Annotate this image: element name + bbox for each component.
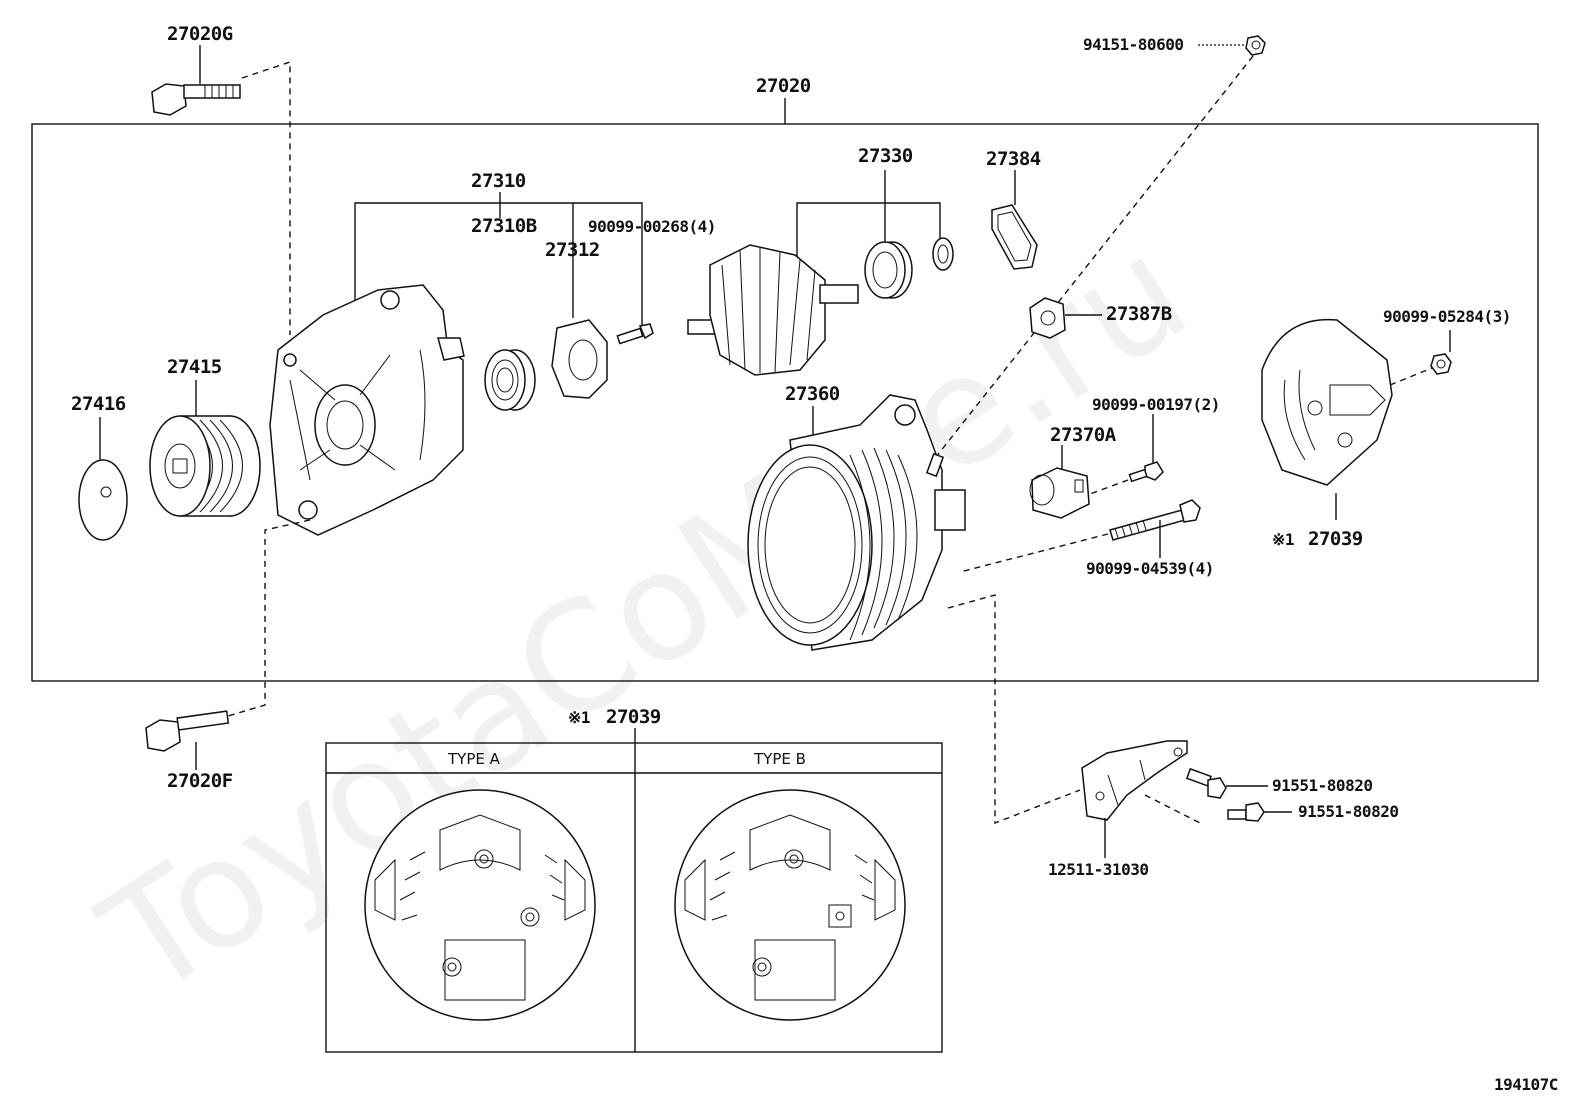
insulator-27387B-icon[interactable]: [1029, 297, 1066, 339]
label-94151-80600: 94151-80600: [1083, 35, 1183, 54]
seal-27384-icon[interactable]: [991, 204, 1038, 270]
label-27020G: 27020G: [167, 23, 233, 45]
label-27416: 27416: [71, 393, 126, 415]
rotor-27330-icon[interactable]: [687, 244, 859, 376]
nut-94151-icon[interactable]: [1245, 35, 1266, 56]
type-inset-table: [325, 728, 943, 1053]
regulator-27370A-icon[interactable]: [1029, 467, 1090, 519]
label-27312: 27312: [545, 239, 600, 261]
label-27384: 27384: [986, 148, 1041, 170]
washer-27330-icon[interactable]: [932, 237, 954, 271]
label-27310B: 27310B: [471, 215, 537, 237]
label-91551-80820-b: 91551-80820: [1298, 802, 1398, 821]
cover-type-a-icon: [364, 789, 596, 1021]
nut-90099-05284-icon[interactable]: [1430, 353, 1452, 375]
cap-27416-icon[interactable]: [78, 459, 128, 541]
bolt-91551-80820-a-icon[interactable]: [1185, 767, 1227, 799]
label-27370A: 27370A: [1050, 424, 1117, 446]
label-90099-04539: 90099-04539(4): [1086, 559, 1214, 578]
label-27039-note: ※1: [1272, 530, 1294, 549]
label-90099-00268: 90099-00268(4): [588, 217, 716, 236]
bolt-90099-04539-icon[interactable]: [1109, 499, 1201, 541]
pulley-27415-icon[interactable]: [149, 415, 261, 517]
screw-90099-00268-icon[interactable]: [616, 323, 654, 345]
retainer-plate-27312-icon[interactable]: [551, 319, 608, 399]
rear-cover-27039-icon[interactable]: [1261, 318, 1393, 486]
inset-type-a-header: TYPE A: [447, 750, 501, 768]
label-27039: 27039: [1308, 528, 1363, 550]
label-27020F: 27020F: [167, 770, 233, 792]
screw-90099-00197-icon[interactable]: [1128, 461, 1164, 483]
bearing-27310B-icon[interactable]: [484, 349, 536, 411]
inset-part-label: 27039: [606, 706, 661, 728]
drive-end-frame-icon[interactable]: [269, 284, 465, 536]
cover-type-b-icon: [674, 789, 906, 1021]
label-27360: 27360: [785, 383, 840, 405]
bolt-27020F-icon[interactable]: [145, 710, 230, 752]
inset-type-b-header: TYPE B: [753, 750, 806, 768]
label-12511-31030: 12511-31030: [1048, 860, 1148, 879]
stator-housing-27360-icon[interactable]: [747, 394, 966, 651]
label-27415: 27415: [167, 356, 222, 378]
bearing-27330-icon[interactable]: [864, 241, 913, 299]
label-90099-05284: 90099-05284(3): [1383, 307, 1511, 326]
bolt-27020G-icon[interactable]: [151, 83, 241, 116]
bracket-12511-31030-icon[interactable]: [1081, 740, 1188, 821]
label-27330: 27330: [858, 145, 913, 167]
label-27020: 27020: [756, 75, 811, 97]
bolt-91551-80820-b-icon[interactable]: [1227, 802, 1265, 822]
inset-note: ※1: [568, 708, 590, 727]
label-27310: 27310: [471, 170, 526, 192]
label-90099-00197: 90099-00197(2): [1092, 395, 1220, 414]
label-91551-80820-a: 91551-80820: [1272, 776, 1372, 795]
label-27387B: 27387B: [1106, 303, 1172, 325]
diagram-code: 194107C: [1494, 1075, 1558, 1094]
